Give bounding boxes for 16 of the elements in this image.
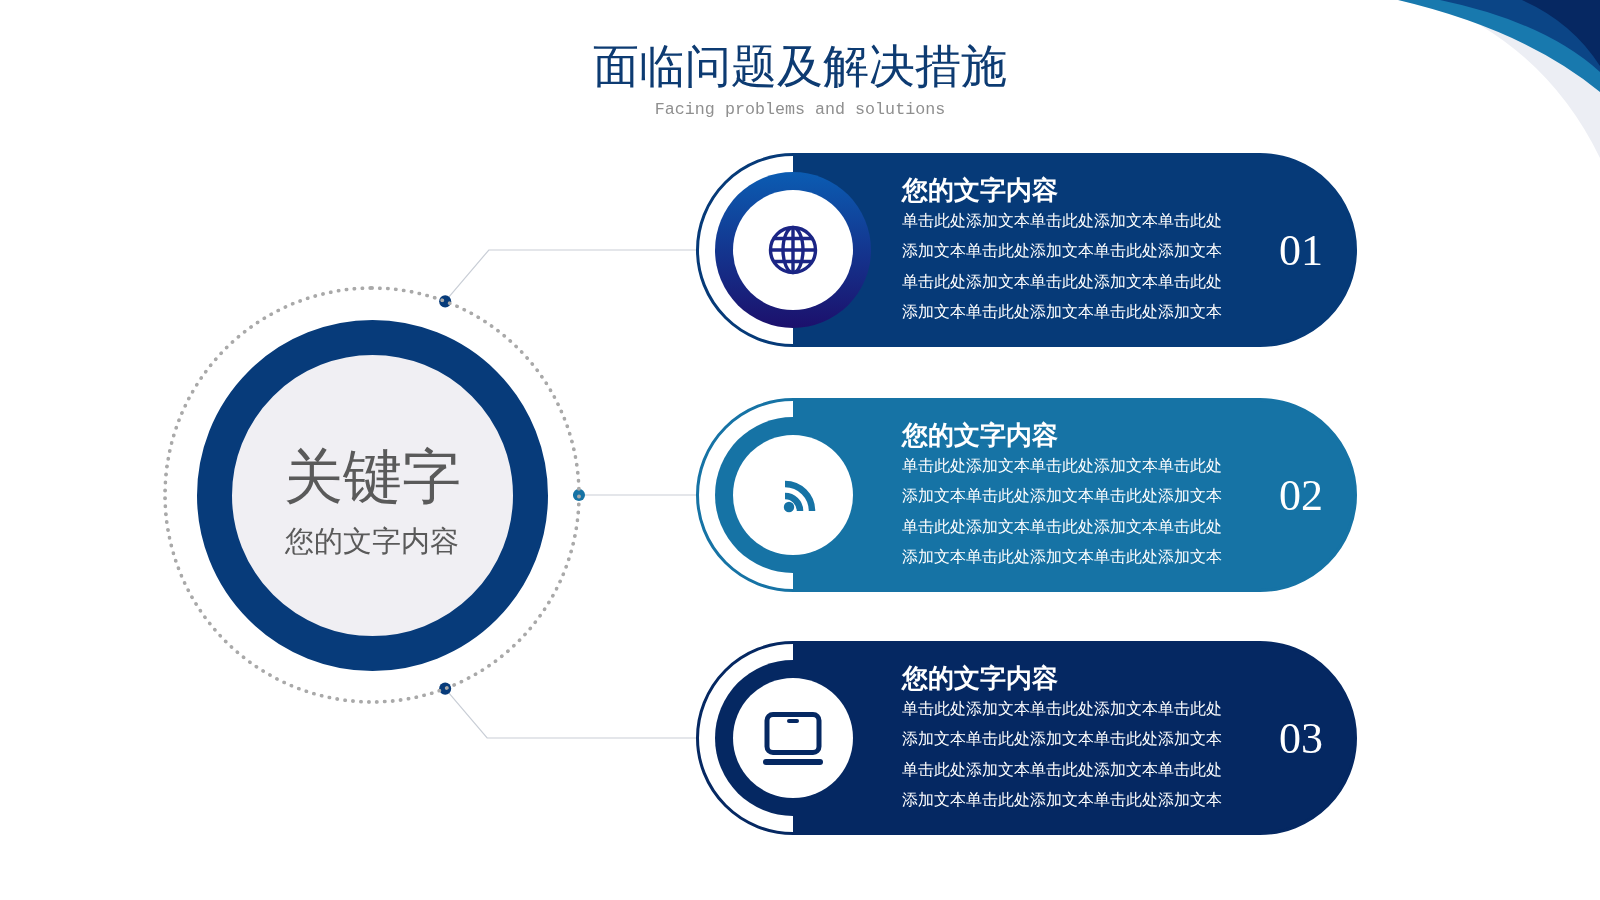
body-text: 单击此处添加文本单击此处添加文本单击此处添加文本单击此处添加文本单击此处添加文本单击此处添加文本单击此处添加文本单击此处添加文本单击此处添加文本单击此处添加文本 (902, 456, 1223, 568)
heading: 您的文字内容 (902, 420, 1058, 452)
subheading: 您的文字内容 (285, 523, 459, 559)
keyword: 关键字 (283, 444, 461, 512)
connector-line (439, 249, 697, 308)
subtitle: Facing problems and solutions (654, 100, 946, 120)
body-text: 单击此处添加文本单击此处添加文本单击此处添加文本单击此处添加文本单击此处添加文本单击此处添加文本单击此处添加文本单击此处添加文本单击此处添加文本单击此处添加文本 (902, 699, 1223, 811)
heading: 您的文字内容 (902, 175, 1058, 207)
step-number: 01 (1279, 226, 1323, 276)
connector-line (439, 682, 697, 739)
connector-line (572, 488, 697, 502)
step-number: 02 (1279, 471, 1323, 521)
title: 面临问题及解决措施 (593, 40, 1007, 95)
body-text: 单击此处添加文本单击此处添加文本单击此处添加文本单击此处添加文本单击此处添加文本单击此处添加文本单击此处添加文本单击此处添加文本单击此处添加文本单击此处添加文本 (902, 211, 1223, 323)
step-number: 03 (1279, 714, 1323, 764)
heading: 您的文字内容 (902, 663, 1058, 695)
